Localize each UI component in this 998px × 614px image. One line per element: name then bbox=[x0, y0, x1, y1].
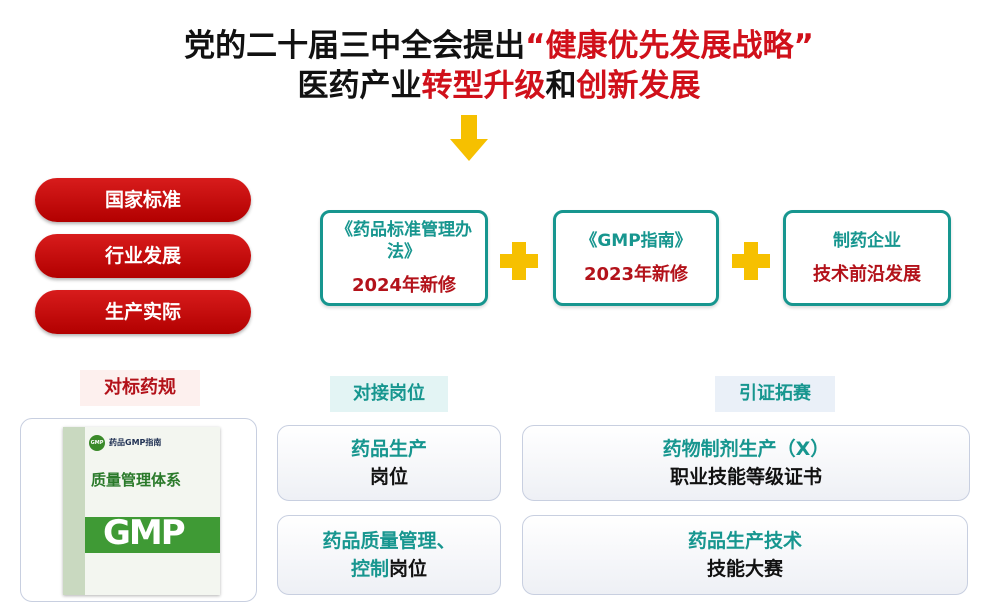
book-card: GMP 药品GMP指南 质量管理体系 GMP bbox=[20, 418, 257, 602]
title-text: 医药产业 bbox=[297, 68, 422, 104]
pill-industry-development: 行业发展 bbox=[35, 234, 251, 278]
card-title: 药品生产技术 bbox=[687, 530, 802, 552]
box-subtitle: 2024年新修 bbox=[351, 275, 457, 296]
card-subtitle: 岗位 bbox=[389, 558, 428, 580]
box-title: 《GMP指南》 bbox=[580, 231, 692, 251]
card-production-post: 药品生产岗位 bbox=[277, 425, 501, 501]
pill-production-practice: 生产实际 bbox=[35, 290, 251, 334]
box-subtitle: 2023年新修 bbox=[583, 264, 689, 285]
card-certificate: 药物制剂生产（X） 职业技能等级证书 bbox=[522, 425, 970, 501]
title-line-2: 医药产业转型升级和创新发展 bbox=[0, 60, 998, 105]
card-title: 药品质量管理、 bbox=[322, 530, 456, 552]
card-subtitle: 岗位 bbox=[369, 466, 408, 488]
card-title: 药品生产 bbox=[350, 438, 427, 460]
title-highlight: 转型升级 bbox=[421, 68, 546, 104]
pill-national-standard: 国家标准 bbox=[35, 178, 251, 222]
box-drug-standard: 《药品标准管理办法》 2024年新修 bbox=[320, 210, 488, 306]
box-title: 制药企业 bbox=[833, 231, 901, 251]
book-title: 质量管理体系 bbox=[91, 471, 182, 489]
title-highlight: 创新发展 bbox=[576, 68, 701, 104]
book-logo: GMP bbox=[89, 435, 105, 451]
label-benchmark: 对标药规 bbox=[80, 370, 200, 406]
card-title: 控制 bbox=[350, 558, 389, 580]
card-title: 药物制剂生产（X） bbox=[662, 438, 830, 460]
card-subtitle: 职业技能等级证书 bbox=[669, 466, 822, 488]
down-arrow-icon bbox=[450, 115, 488, 161]
card-quality-post: 药品质量管理、控制岗位 bbox=[277, 515, 501, 595]
title-text: 和 bbox=[545, 68, 577, 104]
title-highlight: “健康优先发展战略” bbox=[525, 28, 814, 64]
plus-icon bbox=[732, 242, 770, 280]
book-series: 药品GMP指南 bbox=[109, 438, 162, 447]
book-band bbox=[85, 517, 220, 553]
title-text: 党的二十届三中全会提出 bbox=[184, 28, 526, 64]
box-title: 《药品标准管理办法》 bbox=[336, 220, 472, 262]
card-competition: 药品生产技术技能大赛 bbox=[522, 515, 968, 595]
book-cover: GMP 药品GMP指南 质量管理体系 GMP bbox=[63, 427, 220, 595]
book-gmp-logo: GMP bbox=[103, 513, 186, 553]
plus-icon bbox=[500, 242, 538, 280]
label-positions: 对接岗位 bbox=[330, 376, 448, 412]
box-enterprise: 制药企业技术前沿发展 bbox=[783, 210, 951, 306]
card-subtitle: 技能大赛 bbox=[706, 558, 783, 580]
label-certification: 引证拓赛 bbox=[715, 376, 835, 412]
box-subtitle: 技术前沿发展 bbox=[813, 264, 921, 285]
box-gmp-guide: 《GMP指南》 2023年新修 bbox=[553, 210, 719, 306]
title-line-1: 党的二十届三中全会提出“健康优先发展战略” bbox=[0, 20, 998, 65]
